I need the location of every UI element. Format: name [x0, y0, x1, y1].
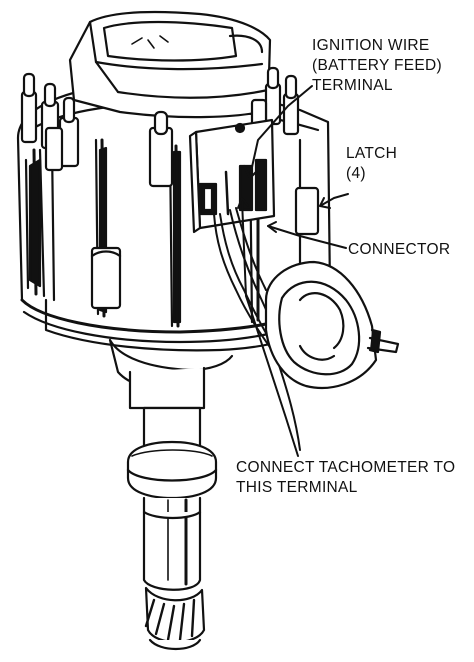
latch-label: LATCH (4)	[346, 144, 397, 184]
ignition-wire-leader	[242, 85, 313, 180]
latch-leader	[319, 193, 349, 209]
ignition-terminal-block	[188, 118, 276, 234]
vacuum-advance-unit	[264, 260, 400, 390]
distributor-shaft	[108, 338, 234, 651]
tachometer-label-line-1: CONNECT TACHOMETER TO	[236, 459, 456, 476]
connector-label: CONNECTOR	[348, 240, 450, 260]
ignition-label-line-2: (BATTERY FEED)	[312, 57, 442, 74]
ignition-label-line-1: IGNITION WIRE	[312, 37, 430, 54]
ignition-label-line-3: TERMINAL	[312, 77, 393, 94]
wiring-harness	[213, 207, 301, 451]
connector-label-text: CONNECTOR	[348, 241, 451, 258]
latch-label-line-1: LATCH	[346, 145, 398, 162]
connector-leader	[267, 221, 347, 249]
tachometer-leader	[237, 197, 299, 457]
tachometer-label-line-2: THIS TERMINAL	[236, 479, 358, 496]
tachometer-label: CONNECT TACHOMETER TO THIS TERMINAL	[236, 458, 455, 498]
ignition-wire-terminal-label: IGNITION WIRE (BATTERY FEED) TERMINAL	[312, 36, 442, 96]
spark-plug-towers	[20, 66, 320, 310]
latch-label-line-2: (4)	[346, 165, 366, 182]
